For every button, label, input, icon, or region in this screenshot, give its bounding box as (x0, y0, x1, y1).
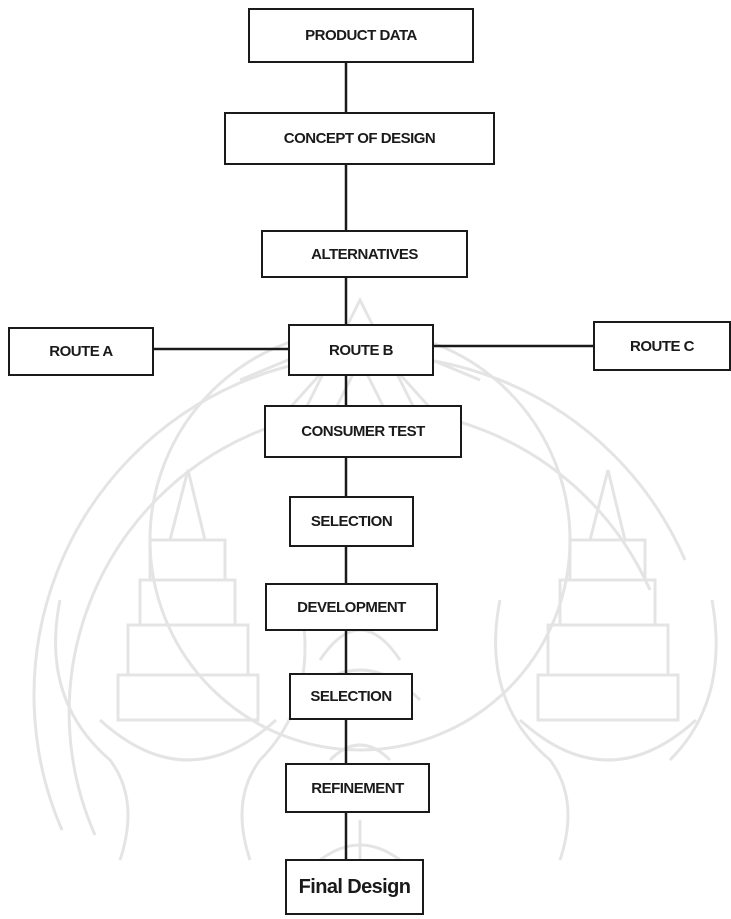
node-route-b: ROUTE B (288, 324, 434, 376)
node-alternatives: ALTERNATIVES (261, 230, 468, 278)
node-selection-1: SELECTION (289, 496, 414, 547)
node-consumer-test: CONSUMER TEST (264, 405, 462, 458)
node-development: DEVELOPMENT (265, 583, 438, 631)
node-route-a: ROUTE A (8, 327, 154, 376)
node-product-data: PRODUCT DATA (248, 8, 474, 63)
node-concept-of-design: CONCEPT OF DESIGN (224, 112, 495, 165)
node-selection-2: SELECTION (289, 673, 413, 720)
node-final-design: Final Design (285, 859, 424, 915)
node-refinement: REFINEMENT (285, 763, 430, 813)
node-route-c: ROUTE C (593, 321, 731, 371)
